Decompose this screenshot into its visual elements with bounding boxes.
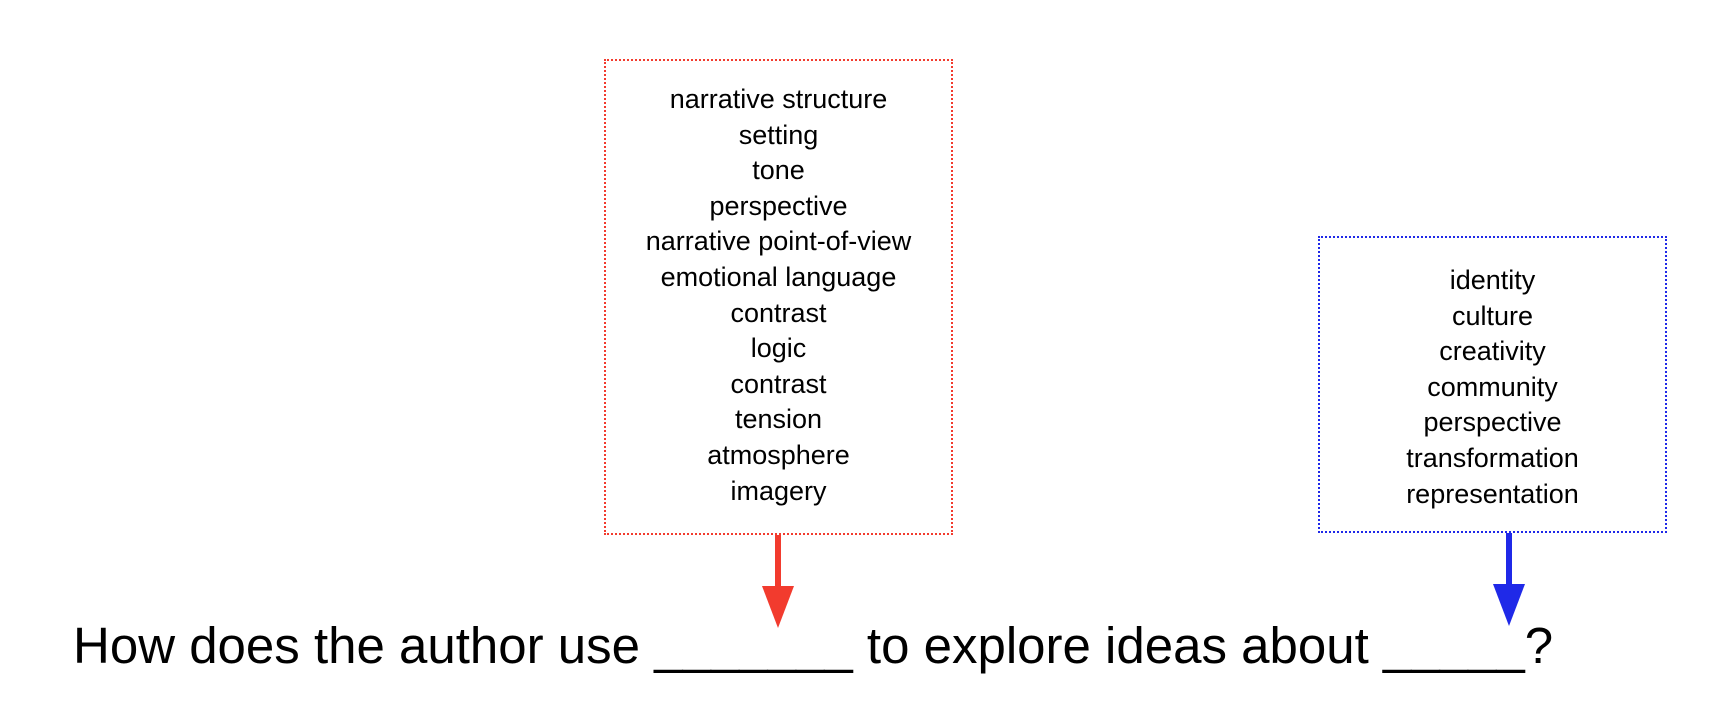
question-text-end: ? (1524, 617, 1554, 674)
idea-word: perspective (1423, 407, 1562, 438)
method-word: tone (752, 155, 805, 186)
idea-word: identity (1449, 265, 1536, 295)
idea-word: creativity (1439, 336, 1546, 367)
idea-word-box: identity culture creativity community pe… (1318, 236, 1667, 533)
method-word: atmosphere (707, 439, 850, 470)
idea-blank: _____ (1382, 617, 1525, 674)
idea-word: community (1427, 371, 1558, 402)
method-blank: _______ (654, 617, 853, 674)
idea-word: transformation (1406, 442, 1579, 473)
method-word: contrast (730, 297, 827, 328)
method-word: narrative point-of-view (645, 226, 912, 257)
red-down-arrow-icon (762, 535, 794, 628)
question-text-start: How does the author use (73, 617, 655, 674)
idea-word-list: identity culture creativity community pe… (1406, 263, 1579, 512)
method-word-box: narrative structure setting tone perspec… (604, 59, 953, 535)
method-word: setting (738, 119, 819, 150)
idea-word: culture (1451, 300, 1534, 331)
method-word: perspective (709, 190, 848, 221)
question-text-middle: to explore ideas about (852, 617, 1383, 674)
method-word: logic (750, 333, 807, 364)
method-word: contrast (730, 368, 827, 399)
question-sentence: How does the author use _______ to explo… (73, 616, 1553, 676)
idea-word: representation (1406, 478, 1579, 509)
method-word: narrative structure (669, 84, 888, 114)
method-word: imagery (730, 475, 827, 506)
blue-down-arrow-icon (1493, 533, 1525, 626)
method-word: emotional language (660, 261, 897, 292)
method-word: tension (734, 404, 823, 435)
method-word-list: narrative structure setting tone perspec… (646, 82, 912, 509)
